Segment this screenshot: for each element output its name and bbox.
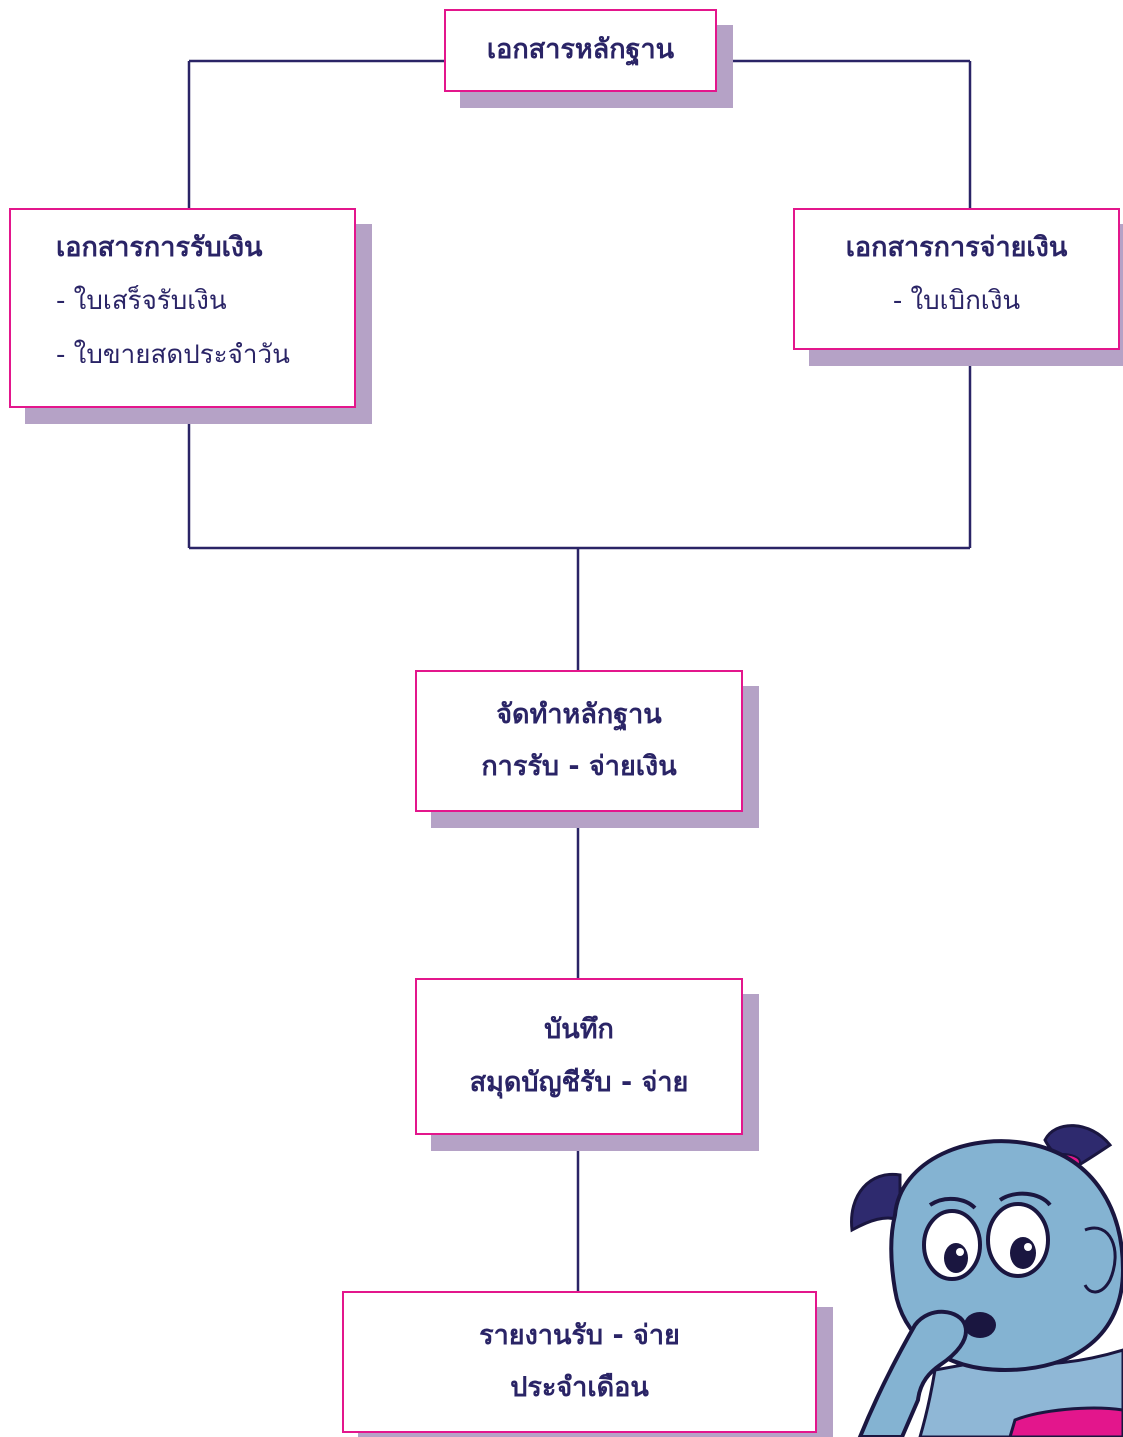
box-receipt-item: - ใบเสร็จรับเงิน bbox=[56, 286, 227, 317]
box-receipt-documents: เอกสารการรับเงิน - ใบเสร็จรับเงิน - ใบขา… bbox=[9, 208, 356, 408]
step1-line1: จัดทำหลักฐาน bbox=[496, 698, 662, 730]
box-receipt-item: - ใบขายสดประจำวัน bbox=[56, 339, 290, 370]
mascot-ear bbox=[1083, 1226, 1117, 1294]
step2-line2: สมุดบัญชีรับ - จ่าย bbox=[469, 1066, 689, 1098]
step1-line2: การรับ - จ่ายเงิน bbox=[481, 751, 677, 782]
step3-line1: รายงานรับ - จ่าย bbox=[479, 1319, 680, 1351]
box-prepare-evidence: จัดทำหลักฐาน การรับ - จ่ายเงิน bbox=[415, 670, 743, 812]
box-record-ledger: บันทึก สมุดบัญชีรับ - จ่าย bbox=[415, 978, 743, 1135]
box-evidence-title: เอกสารหลักฐาน bbox=[486, 34, 675, 66]
mascot-hand bbox=[857, 1309, 968, 1437]
mascot-mouth bbox=[964, 1312, 996, 1338]
box-payment-documents: เอกสารการจ่ายเงิน - ใบเบิกเงิน bbox=[793, 208, 1120, 350]
step2-line1: บันทึก bbox=[544, 1014, 614, 1046]
mascot-hair-tuft-left bbox=[850, 1172, 902, 1233]
mascot-brow bbox=[928, 1191, 1052, 1210]
mascot-eyes bbox=[922, 1202, 1050, 1281]
box-payment-title: เอกสารการจ่ายเงิน bbox=[845, 232, 1068, 263]
mascot-cloth bbox=[1008, 1406, 1123, 1437]
box-payment-item: - ใบเบิกเงิน bbox=[892, 286, 1021, 317]
box-receipt-title: เอกสารการรับเงิน bbox=[56, 232, 263, 263]
mascot-illustration bbox=[850, 1124, 1123, 1437]
box-evidence-documents: เอกสารหลักฐาน bbox=[444, 9, 717, 92]
step3-line2: ประจำเดือน bbox=[510, 1372, 649, 1403]
box-monthly-report: รายงานรับ - จ่าย ประจำเดือน bbox=[342, 1291, 817, 1433]
